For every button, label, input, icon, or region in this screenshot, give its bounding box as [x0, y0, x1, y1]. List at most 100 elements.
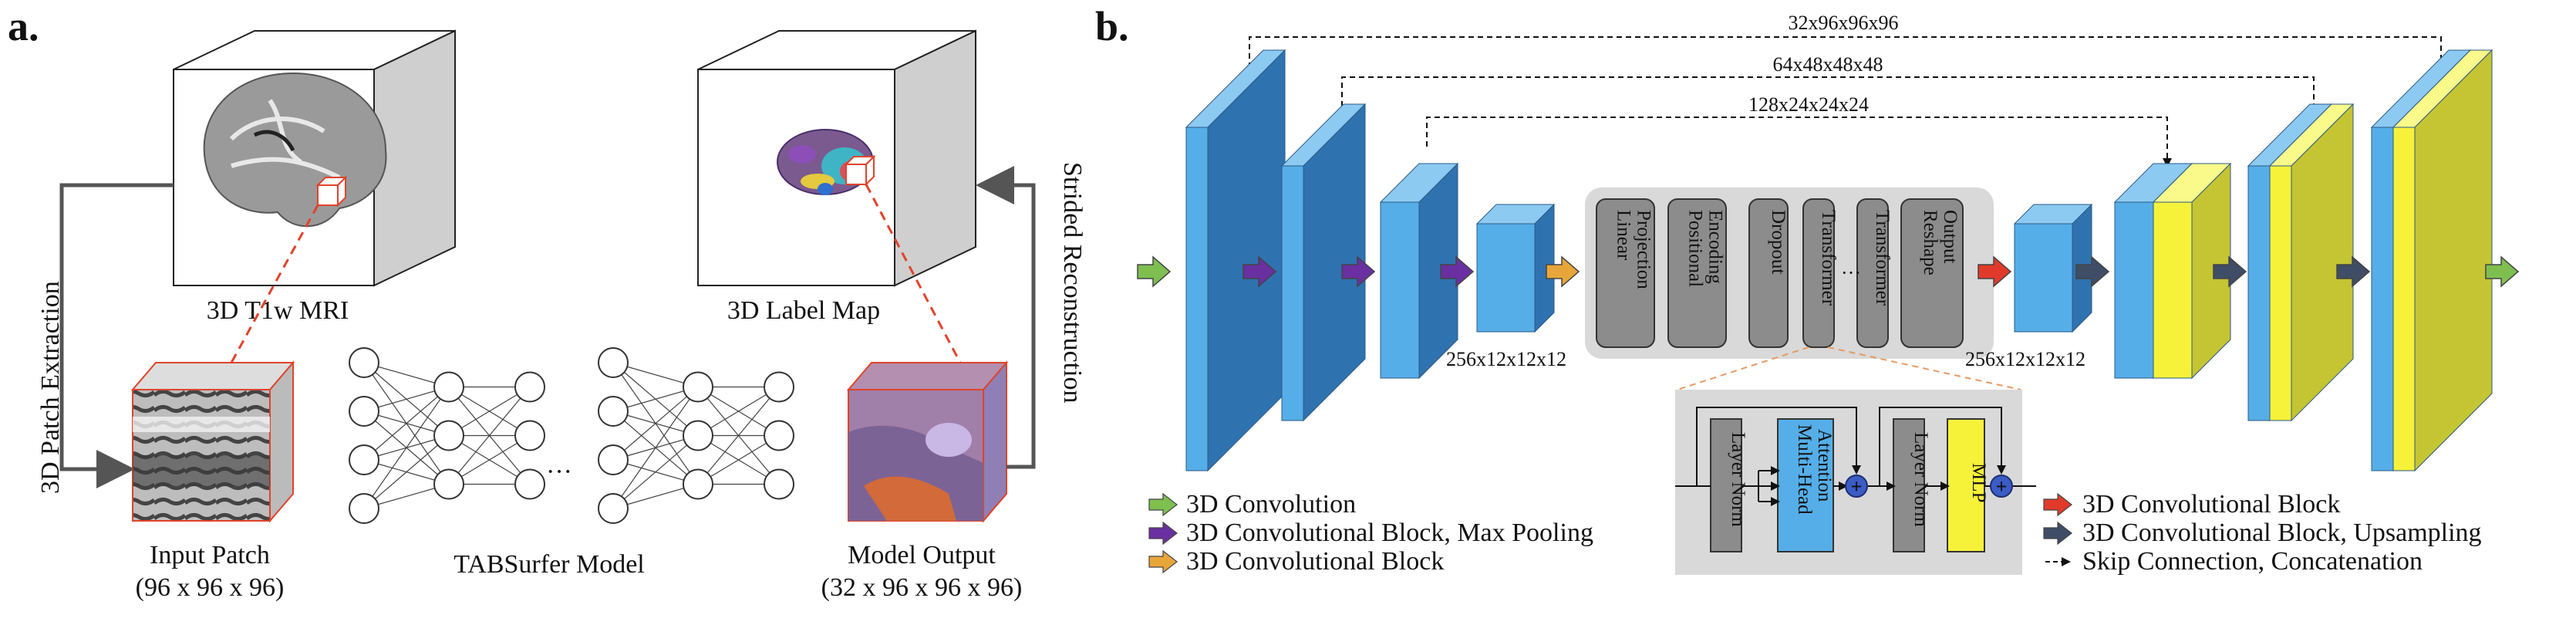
arrow-up-3: [2336, 255, 2371, 288]
network-node: [683, 371, 713, 403]
encoder-block-2: [1280, 103, 1367, 422]
model-output-dims: (32 x 96 x 96 x 96): [821, 573, 1023, 602]
network-blocks: [1185, 49, 2493, 472]
output-link-line: [865, 184, 962, 363]
network-node: [349, 444, 379, 475]
decoder-block-2b: [2268, 103, 2355, 422]
flow-arrows: [1137, 255, 2520, 288]
network-node: [349, 347, 379, 378]
legend-label-right-1: 3D Convolutional Block: [2082, 490, 2340, 519]
skip-label-1: 32x96x96x96: [1789, 12, 1899, 34]
network-node: [764, 420, 794, 451]
transformer-block-label: Positional: [1685, 210, 1706, 287]
detail-link-right: [1827, 346, 2021, 390]
mlp-label: MLP: [1968, 463, 1989, 502]
model-name: TABSurfer Model: [453, 550, 645, 579]
skip-connection-1: [1249, 36, 2446, 77]
network-edge: [448, 434, 531, 485]
transformer-detail: Layer Norm Multi-Head Attention Layer No…: [1675, 390, 2036, 575]
layer-norm-1-label: Layer Norm: [1728, 432, 1748, 527]
mri-patch-marker: [315, 175, 348, 208]
arrow-down-1: [1242, 255, 1277, 288]
model-output-cube: [846, 360, 1009, 523]
arrow-down-3: [1440, 255, 1475, 288]
patch-extraction-label: 3D Patch Extraction: [36, 281, 65, 494]
layer-norm-2-label: Layer Norm: [1910, 432, 1931, 527]
skip-label-3: 128x24x24x24: [1748, 93, 1869, 116]
mri-caption: 3D T1w MRI: [207, 296, 349, 325]
transformer-block-label: Transformer: [1818, 210, 1839, 306]
neural-network-right: [598, 347, 794, 524]
network-edge: [697, 386, 780, 437]
mha-label-line2: Attention: [1814, 429, 1835, 502]
residual-add-1: [1845, 475, 1868, 498]
strided-reconstruction-arrow: [976, 166, 1036, 469]
skip-connection-3: [1426, 117, 2172, 167]
legend-icon-left-1: [1148, 492, 1178, 517]
decoder-block-4: [2013, 203, 2093, 333]
arrow-conv-out: [2485, 255, 2520, 288]
network-node: [598, 444, 629, 475]
encoder-block-1: [1185, 49, 1286, 472]
encoder-block-4: [1475, 203, 1556, 333]
arrow-conv-block: [1546, 255, 1580, 288]
legend-icon-left-2: [1148, 521, 1178, 546]
network-node: [514, 420, 545, 451]
skip-connection-2: [1341, 76, 2318, 120]
residual-add-2-symbol: +: [1996, 475, 2008, 498]
network-edge: [363, 387, 450, 509]
residual-add-2: [1990, 475, 2013, 498]
label-map-cube: [697, 29, 976, 287]
panel-a-label: a.: [8, 3, 39, 49]
network-node: [349, 396, 379, 427]
network-edge: [697, 387, 780, 485]
arrow-up-2: [2213, 255, 2247, 288]
input-patch-cube: [130, 360, 295, 523]
network-node: [433, 371, 464, 403]
network-node: [514, 371, 545, 403]
arrow-up-1: [2075, 255, 2110, 288]
legend-icon-left-3: [1148, 549, 1178, 574]
arrow-conv-block-out: [1978, 255, 2012, 288]
transformer-block-label: Transformer: [1872, 210, 1893, 306]
input-patch-title: Input Patch: [150, 541, 270, 569]
network-node: [683, 420, 713, 451]
network-node: [683, 468, 713, 500]
neural-network-left: [349, 347, 545, 524]
network-edge: [448, 386, 531, 437]
transformer-block-label: Projection: [1634, 210, 1654, 289]
arrow-conv-in: [1137, 255, 1172, 288]
network-edge: [612, 387, 699, 461]
network-edge: [448, 387, 531, 485]
network-node: [514, 468, 545, 500]
network-ellipsis: ···: [546, 458, 572, 486]
network-node: [598, 493, 629, 524]
network-node: [764, 468, 794, 500]
multi-head-attention: [1777, 418, 1834, 552]
encoder-block-3: [1379, 162, 1459, 380]
network-edge: [612, 387, 699, 509]
bottleneck-out-label: 256x12x12x12: [1965, 348, 2085, 370]
bottleneck-in-label: 256x12x12x12: [1446, 348, 1566, 370]
legend-icon-right-1: [2043, 492, 2072, 517]
strided-reconstruction-label: Strided Reconstruction: [1058, 162, 1087, 404]
mri-cube: [173, 29, 456, 287]
input-patch-dims: (96 x 96 x 96): [136, 573, 285, 602]
legend-label-left-2: 3D Convolutional Block, Max Pooling: [1186, 519, 1593, 547]
residual-add-1-symbol: +: [1851, 475, 1863, 498]
decoder-block-3b: [2152, 162, 2232, 380]
legend-label-right-3: Skip Connection, Concatenation: [2082, 547, 2423, 576]
transformer-block-label: Reshape: [1920, 210, 1940, 275]
layer-norm-1: [1710, 418, 1742, 552]
arrow-down-2: [1341, 255, 1376, 288]
skip-label-2: 64x48x48x48: [1773, 53, 1883, 76]
legend-label-left-3: 3D Convolutional Block: [1186, 547, 1444, 576]
legend-label-left-1: 3D Convolution: [1186, 490, 1356, 519]
transformer-block-label: Dropout: [1768, 210, 1789, 274]
mha-label-line1: Multi-Head: [1794, 424, 1815, 515]
transformer-block-label: Encoding: [1705, 210, 1726, 284]
